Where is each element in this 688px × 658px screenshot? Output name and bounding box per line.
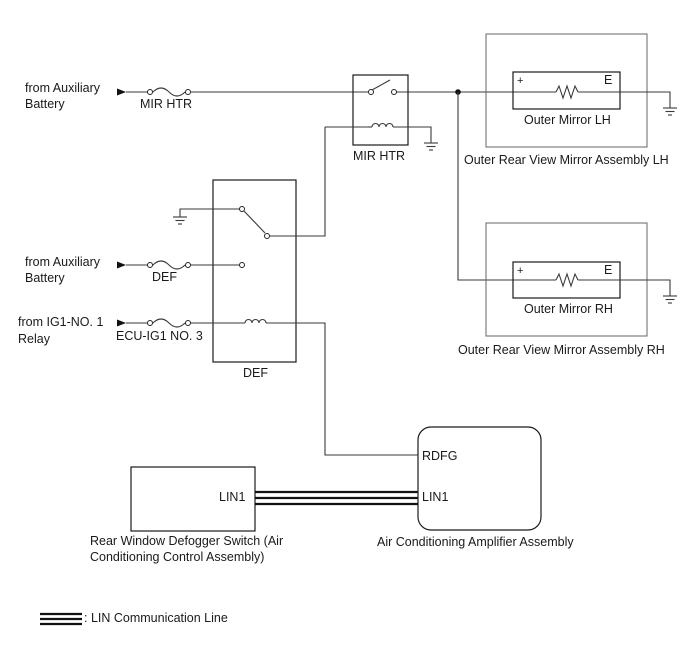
resistor-icon [555,272,579,288]
mir-htr-circuit: MIR HTR [117,87,515,281]
relay-mir-htr: MIR HTR [325,74,438,163]
terminal [391,89,397,95]
fuse-label-ecu-ig1: ECU-IG1 NO. 3 [116,329,203,343]
terminal [368,89,374,95]
terminal [185,320,191,326]
source-ig1-relay: from IG1-NO. 1 Relay [18,315,103,346]
switch-label-line: Rear Window Defogger Switch (Air [90,534,283,548]
amplifier-label: Air Conditioning Amplifier Assembly [377,535,574,549]
heater-box [512,71,621,110]
source-label-line: Relay [18,332,51,346]
relay-box [352,74,409,146]
source-label-line: Battery [25,97,65,111]
heater-label-rh: Outer Mirror RH [524,302,613,316]
ground-icon [663,107,677,116]
wire [620,91,671,108]
resistor-icon [555,84,579,100]
terminal [185,89,191,95]
defogger-switch: LIN1 Rear Window Defogger Switch (Air Co… [90,466,283,564]
relay-label-mir-htr: MIR HTR [353,149,405,163]
source-label-line: Battery [25,271,65,285]
terminal [239,262,245,268]
switch-contact-icon [371,79,391,91]
ecu-ig1-fuse-circuit: ECU-IG1 NO. 3 [116,318,203,343]
plus-terminal-label: + [517,265,523,277]
amplifier-pin-rdfg: RDFG [422,449,457,463]
assembly-outline [485,33,648,148]
ground-terminal-label: E [604,263,612,277]
source-aux-battery-1: from Auxiliary Battery [25,81,101,111]
legend: : LIN Communication Line [40,611,228,626]
heater-label-lh: Outer Mirror LH [524,113,611,127]
terminal [147,89,153,95]
wire [179,208,240,217]
plus-terminal-label: + [517,75,523,87]
lin-communication-line [255,490,418,506]
amplifier-box [417,426,542,531]
ground-icon [173,216,187,225]
relay-def: DEF [173,127,418,456]
def-fuse-circuit: DEF [117,260,191,284]
ground-terminal-label: E [604,73,612,87]
switch-pin-lin1: LIN1 [219,490,245,504]
wire [266,322,418,456]
coil-icon [371,122,394,128]
fuse-label-def: DEF [152,270,177,284]
switch-contact-icon [243,210,266,234]
wire [393,126,432,143]
fuse-icon [152,260,186,270]
source-aux-battery-2: from Auxiliary Battery [25,255,101,285]
ground-icon [663,295,677,304]
wire [457,92,515,281]
coil-icon [244,318,267,324]
source-label-line: from Auxiliary [25,81,101,95]
relay-label-def: DEF [243,366,268,380]
terminal [239,206,245,212]
terminal [185,262,191,268]
arrow-head-icon [117,88,126,96]
arrow-head-icon [117,261,126,269]
assembly-label-lh: Outer Rear View Mirror Assembly LH [464,153,669,167]
source-label-line: from Auxiliary [25,255,101,269]
fuse-icon [152,87,186,97]
terminal [147,262,153,268]
arrow-head-icon [117,319,126,327]
switch-label-line: Conditioning Control Assembly) [90,550,264,564]
relay-box [212,179,297,363]
ground-icon [424,142,438,151]
amplifier-pin-lin1: LIN1 [422,490,448,504]
fuse-icon [152,318,186,328]
wire [270,127,326,237]
terminal [147,320,153,326]
assembly-label-rh: Outer Rear View Mirror Assembly RH [458,343,665,357]
wire [620,279,671,296]
mirror-assembly-lh: + E Outer Mirror LH Outer Rear View Mirr… [464,33,677,167]
source-label-line: from IG1-NO. 1 [18,315,103,329]
terminal [264,233,270,239]
ac-amplifier: RDFG LIN1 Air Conditioning Amplifier Ass… [377,426,574,549]
fuse-label-mir-htr: MIR HTR [140,97,192,111]
mirror-assembly-rh: + E Outer Mirror RH Outer Rear View Mirr… [458,222,677,357]
legend-label: : LIN Communication Line [84,611,228,625]
